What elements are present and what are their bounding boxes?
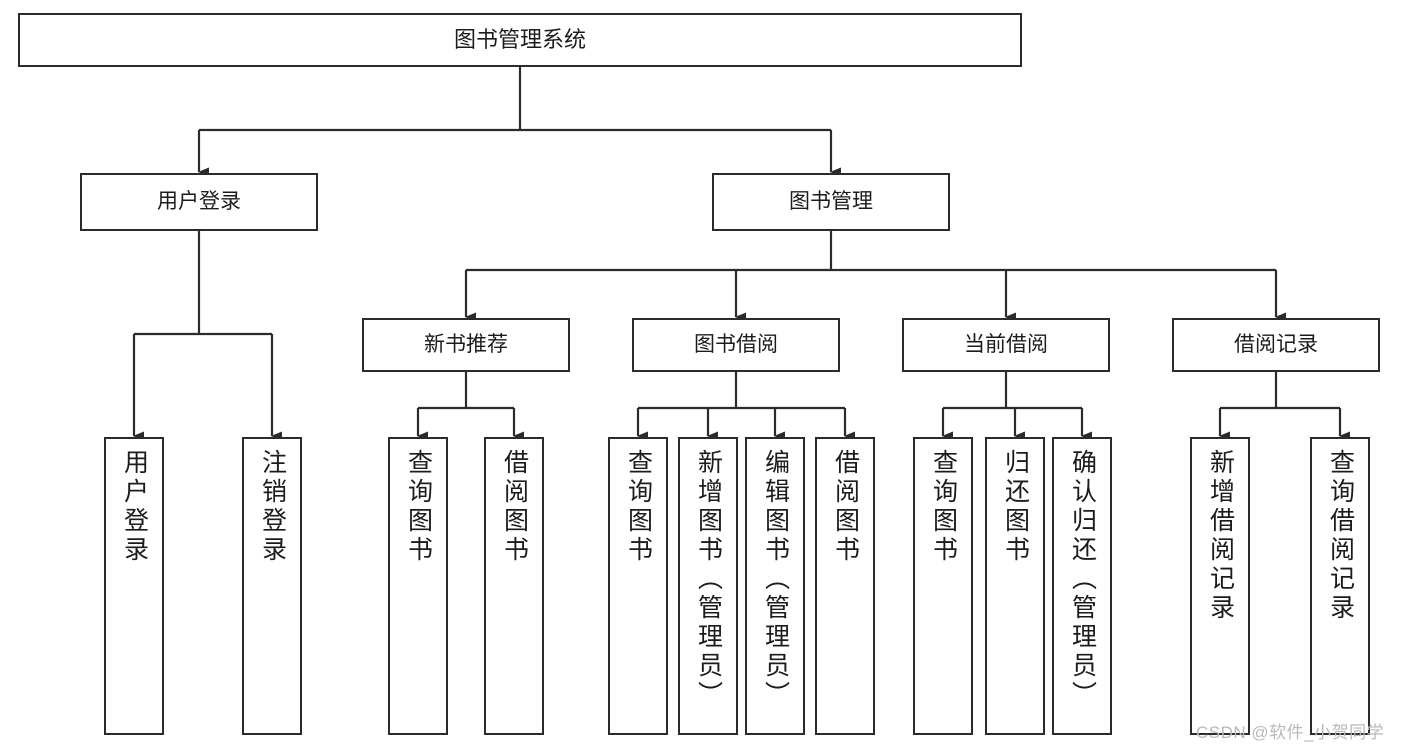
node-leaf-query-book-2[interactable]: 查询图书	[608, 437, 668, 735]
node-leaf-edit-book[interactable]: 编辑图书（管理员）	[745, 437, 805, 735]
node-new-book-rec[interactable]: 新书推荐	[362, 318, 570, 372]
node-current-borrow[interactable]: 当前借阅	[902, 318, 1110, 372]
node-book-borrow[interactable]: 图书借阅	[632, 318, 840, 372]
node-leaf-query-book-3[interactable]: 查询图书	[913, 437, 973, 735]
node-label: 确认归还（管理员）	[1068, 449, 1097, 710]
node-label: 当前借阅	[964, 332, 1048, 356]
node-label: 注销登录	[258, 449, 287, 565]
csdn-watermark: CSDN @软件_小贺同学	[1196, 723, 1385, 742]
node-label: 用户登录	[120, 449, 149, 565]
node-leaf-user-login[interactable]: 用户登录	[104, 437, 164, 735]
node-label: 新书推荐	[424, 332, 508, 356]
node-label: 查询图书	[624, 449, 653, 565]
node-label: 图书管理系统	[453, 27, 586, 53]
node-leaf-query-book-1[interactable]: 查询图书	[388, 437, 448, 735]
node-label: 新增图书（管理员）	[694, 449, 723, 710]
node-label: 归还图书	[1001, 449, 1030, 565]
node-label: 图书借阅	[694, 332, 778, 356]
node-label: 借阅图书	[831, 449, 860, 565]
node-leaf-borrow-book-2[interactable]: 借阅图书	[815, 437, 875, 735]
node-leaf-confirm-ret[interactable]: 确认归还（管理员）	[1052, 437, 1112, 735]
node-label: 借阅记录	[1234, 332, 1318, 356]
node-leaf-add-book[interactable]: 新增图书（管理员）	[678, 437, 738, 735]
node-label: 借阅图书	[500, 449, 529, 565]
node-leaf-return-book[interactable]: 归还图书	[985, 437, 1045, 735]
node-leaf-user-logout[interactable]: 注销登录	[242, 437, 302, 735]
node-label: 查询图书	[404, 449, 433, 565]
node-label: 查询图书	[929, 449, 958, 565]
node-label: 图书管理	[789, 189, 873, 213]
node-leaf-add-record[interactable]: 新增借阅记录	[1190, 437, 1250, 735]
node-user-login[interactable]: 用户登录	[80, 173, 318, 231]
node-leaf-query-record[interactable]: 查询借阅记录	[1310, 437, 1370, 735]
node-label: 查询借阅记录	[1326, 449, 1355, 623]
node-leaf-borrow-book-1[interactable]: 借阅图书	[484, 437, 544, 735]
node-root[interactable]: 图书管理系统	[18, 13, 1022, 67]
node-label: 编辑图书（管理员）	[761, 449, 790, 710]
node-book-manage[interactable]: 图书管理	[712, 173, 950, 231]
node-label: 用户登录	[157, 189, 241, 213]
node-label: 新增借阅记录	[1206, 449, 1235, 623]
node-borrow-record[interactable]: 借阅记录	[1172, 318, 1380, 372]
